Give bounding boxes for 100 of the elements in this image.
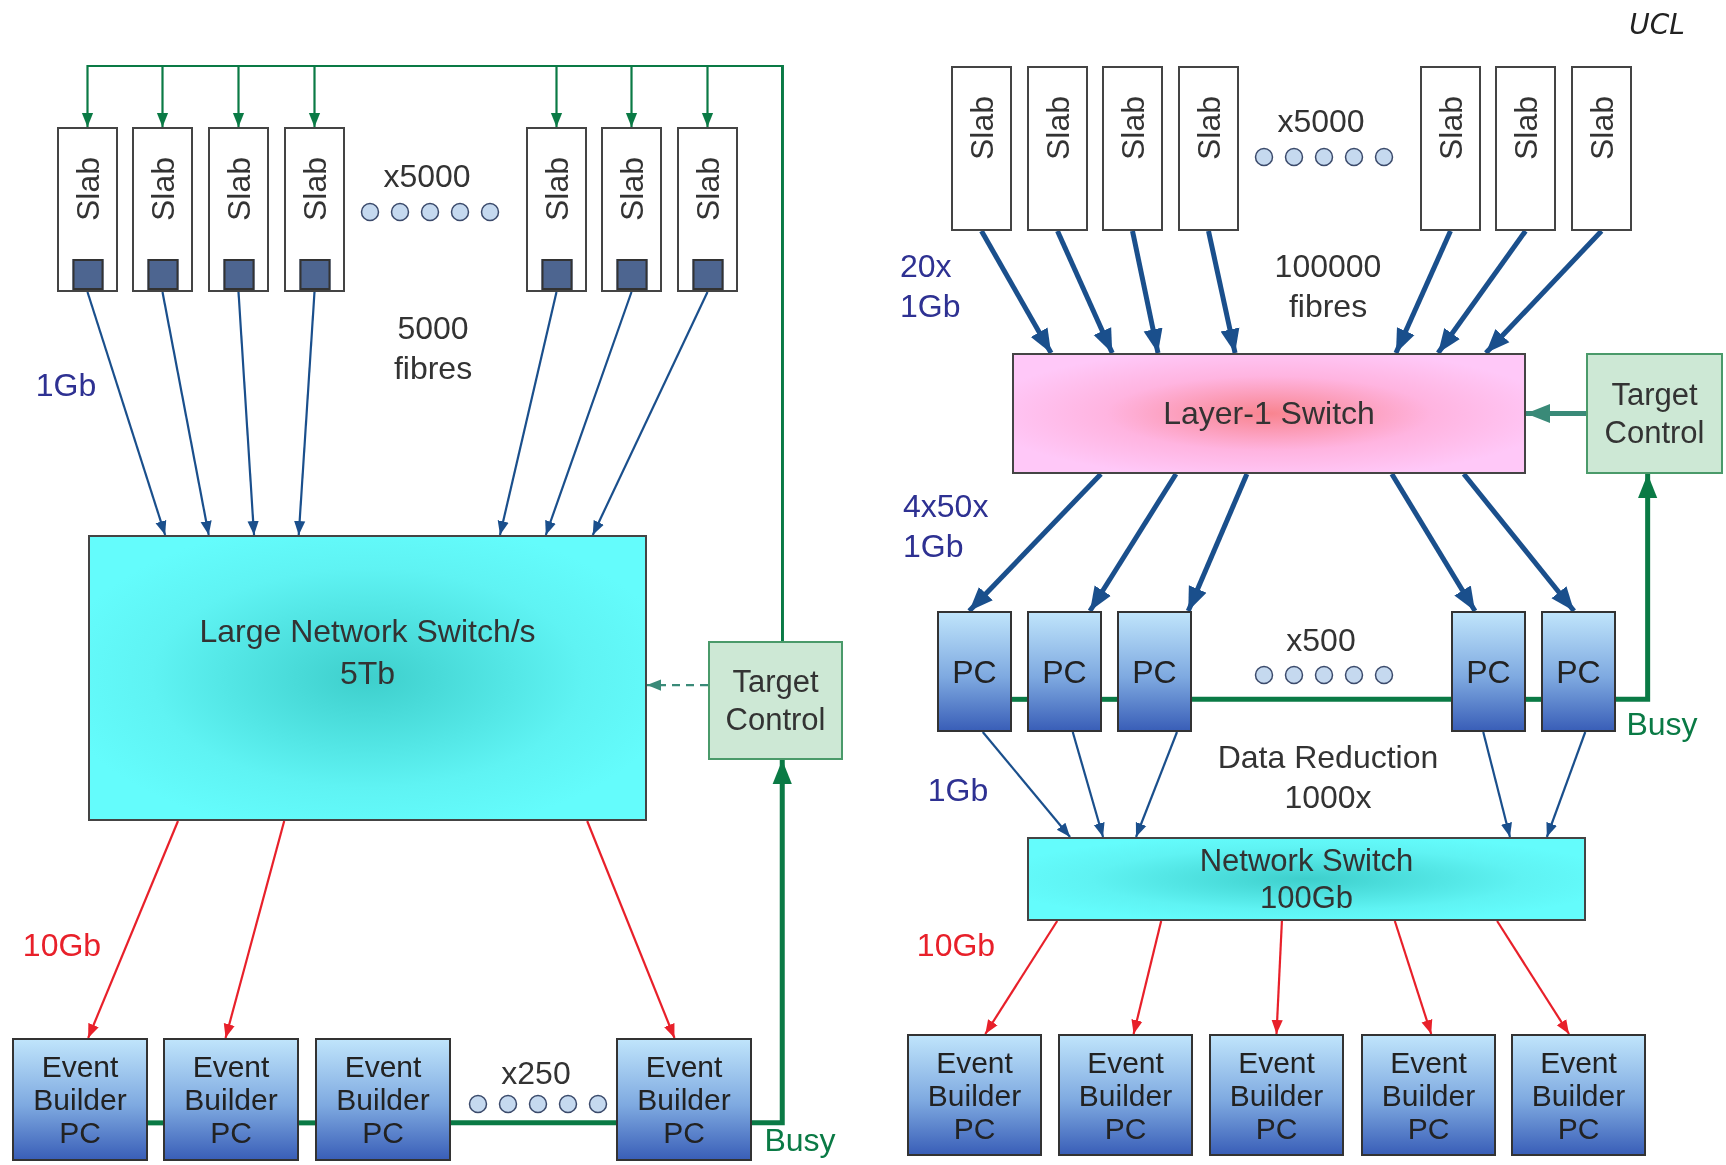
node-label: Layer-1 Switch <box>1163 394 1375 433</box>
arrow <box>1185 473 1250 612</box>
node-label: Event Builder PC <box>32 1050 128 1149</box>
node-label: Slab <box>71 157 104 222</box>
arrow <box>1055 229 1115 355</box>
event-builder-box <box>12 1038 148 1161</box>
connector-line <box>1526 696 1541 702</box>
node-label: Event Builder PC <box>1380 1045 1477 1145</box>
slab-box <box>1420 66 1481 231</box>
node-label: Network Switch <box>1199 841 1414 879</box>
slab-box <box>677 127 738 292</box>
arrow <box>752 760 792 1126</box>
node-label: Large Network Switch/s <box>199 612 536 652</box>
arrow <box>161 291 212 536</box>
node-label: PC <box>1556 655 1601 688</box>
event-builder-box <box>1058 1034 1193 1156</box>
arrow <box>967 472 1103 613</box>
connector-line <box>148 1120 163 1126</box>
arrow <box>1526 403 1586 424</box>
pc-box <box>1117 611 1192 732</box>
arrow <box>1461 472 1576 613</box>
node-label: PC <box>1042 655 1087 688</box>
event-builder-box <box>315 1038 451 1161</box>
text-label: x5000 <box>1276 102 1366 141</box>
arrow <box>86 291 167 536</box>
slab-box <box>601 127 662 292</box>
text-label: 4x50x 1Gb <box>903 487 990 566</box>
slab-box <box>284 127 345 292</box>
arrow <box>1131 920 1163 1035</box>
node-label: Slab <box>1434 96 1467 161</box>
event-builder-box <box>163 1038 299 1161</box>
arrow <box>1484 229 1604 355</box>
node-label: PC <box>1132 655 1177 688</box>
text-label: Busy <box>763 1121 837 1160</box>
slab-box <box>1495 66 1556 231</box>
node-label: Event Builder PC <box>636 1050 732 1149</box>
arrow <box>647 679 708 691</box>
arrow <box>984 920 1059 1035</box>
slab-box <box>1027 66 1088 231</box>
arrow <box>497 291 558 536</box>
text-label: x500 <box>1285 621 1357 660</box>
node-label: PC <box>952 655 997 688</box>
text-label: UCL <box>1628 6 1686 42</box>
slab-box <box>57 127 118 292</box>
node-label: Event Builder PC <box>1077 1045 1174 1145</box>
node-label: Slab <box>222 157 255 222</box>
arrow <box>1545 731 1587 838</box>
event-builder-box <box>1361 1034 1496 1156</box>
node-label: 5Tb <box>339 654 396 693</box>
connector-line <box>1192 696 1451 702</box>
arrow <box>294 291 316 536</box>
text-label: x5000 <box>382 157 472 196</box>
slab-box <box>1178 66 1239 231</box>
node-label: Target Control <box>724 663 827 738</box>
node-label: Event Builder PC <box>335 1050 431 1149</box>
node-label: Slab <box>1509 96 1542 161</box>
pc-box <box>1541 611 1616 732</box>
connector-line <box>299 1120 315 1126</box>
node-label: Slab <box>298 157 331 222</box>
node-label: Event Builder PC <box>183 1050 279 1149</box>
arrow <box>591 291 709 536</box>
node-label: Slab <box>965 96 998 161</box>
switch-box <box>1027 837 1586 921</box>
text-label: x250 <box>500 1054 572 1093</box>
pc-box <box>1027 611 1102 732</box>
slab-box <box>208 127 269 292</box>
arrow <box>1616 474 1658 702</box>
arrow <box>87 820 179 1039</box>
text-label: 1Gb <box>926 771 990 810</box>
arrow <box>1135 731 1179 838</box>
arrow <box>701 64 784 641</box>
node-label: Slab <box>615 157 648 222</box>
control-box <box>708 641 843 760</box>
text-label: 100000 fibres <box>1273 247 1383 326</box>
arrow <box>1389 472 1478 613</box>
text-label: 10Gb <box>21 926 103 965</box>
slab-box <box>951 66 1012 231</box>
node-label: Slab <box>146 157 179 222</box>
switch-box <box>1012 353 1526 474</box>
connector-line <box>1012 696 1027 702</box>
text-label: 10Gb <box>915 926 997 965</box>
text-label: Data Reduction 1000x <box>1216 738 1440 817</box>
arrow <box>237 291 259 536</box>
node-label: Slab <box>540 157 573 222</box>
node-label: Slab <box>1041 96 1074 161</box>
slab-box <box>526 127 587 292</box>
node-label: Target Control <box>1603 376 1706 451</box>
pc-box <box>1451 611 1526 732</box>
arrow <box>223 820 286 1039</box>
event-builder-box <box>616 1038 752 1161</box>
text-label: 20x 1Gb <box>900 247 962 326</box>
node-label: Slab <box>691 157 724 222</box>
node-label: Event Builder PC <box>1530 1045 1627 1145</box>
control-box <box>1586 353 1723 474</box>
text-label: Busy <box>1625 705 1699 744</box>
connector-line <box>451 1120 616 1126</box>
arrow <box>1482 731 1512 838</box>
event-builder-box <box>907 1034 1042 1156</box>
pc-box <box>937 611 1012 732</box>
switch-box <box>88 535 647 821</box>
